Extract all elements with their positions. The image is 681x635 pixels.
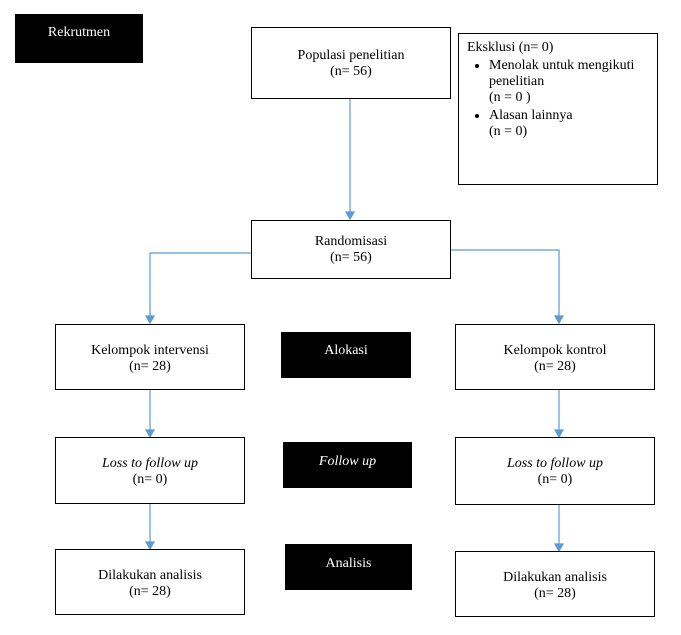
eksklusi-item-text: Alasan lainnya	[489, 108, 573, 123]
loss-kontrol-n: (n= 0)	[537, 472, 573, 487]
label-rekrutmen: Rekrutmen	[15, 14, 143, 63]
label-follow-up: Follow up	[283, 442, 412, 488]
label-alokasi: Alokasi	[281, 332, 411, 378]
label-analisis-text: Analisis	[325, 556, 372, 571]
box-analisis-kontrol: Dilakukan analisis (n= 28)	[455, 551, 655, 617]
eksklusi-list: Menolak untuk mengikuti penelitian (n = …	[467, 58, 651, 140]
populasi-title: Populasi penelitian	[297, 48, 405, 63]
arrow-randomisasi-to-intervensi	[149, 252, 252, 318]
loss-kontrol-title: Loss to follow up	[506, 456, 604, 471]
box-analisis-intervensi: Dilakukan analisis (n= 28)	[55, 549, 245, 615]
label-rekrutmen-text: Rekrutmen	[47, 25, 111, 40]
intervensi-title: Kelompok intervensi	[91, 343, 209, 358]
intervensi-n: (n= 28)	[129, 359, 171, 374]
eksklusi-item: Menolak untuk mengikuti penelitian (n = …	[489, 58, 651, 106]
label-analisis: Analisis	[285, 544, 412, 590]
randomisasi-title: Randomisasi	[314, 234, 388, 249]
loss-intervensi-title: Loss to follow up	[101, 456, 199, 471]
box-kelompok-kontrol: Kelompok kontrol (n= 28)	[455, 324, 655, 390]
arrow-randomisasi-to-kontrol	[450, 249, 560, 318]
eksklusi-item: Alasan lainnya (n = 0)	[489, 108, 651, 140]
label-follow-up-text: Follow up	[318, 454, 377, 469]
randomisasi-n: (n= 56)	[330, 250, 372, 265]
kontrol-n: (n= 28)	[534, 359, 576, 374]
box-kelompok-intervensi: Kelompok intervensi (n= 28)	[55, 324, 245, 390]
kontrol-title: Kelompok kontrol	[503, 343, 607, 358]
eksklusi-item-n: (n = 0)	[489, 124, 528, 139]
box-eksklusi: Eksklusi (n= 0) Menolak untuk mengikuti …	[458, 33, 658, 185]
label-alokasi-text: Alokasi	[324, 343, 368, 358]
box-randomisasi: Randomisasi (n= 56)	[251, 220, 451, 279]
eksklusi-title: Eksklusi (n= 0)	[467, 40, 554, 55]
box-loss-intervensi: Loss to follow up (n= 0)	[55, 437, 245, 504]
loss-intervensi-n: (n= 0)	[132, 472, 168, 487]
box-populasi: Populasi penelitian (n= 56)	[251, 27, 451, 99]
analisis-kontrol-title: Dilakukan analisis	[503, 570, 607, 585]
analisis-intervensi-title: Dilakukan analisis	[98, 568, 202, 583]
eksklusi-item-text: Menolak untuk mengikuti penelitian	[489, 58, 635, 89]
analisis-intervensi-n: (n= 28)	[129, 584, 171, 599]
analisis-kontrol-n: (n= 28)	[534, 586, 576, 601]
eksklusi-item-n: (n = 0 )	[489, 90, 531, 105]
box-loss-kontrol: Loss to follow up (n= 0)	[455, 437, 655, 505]
populasi-n: (n= 56)	[330, 64, 372, 79]
